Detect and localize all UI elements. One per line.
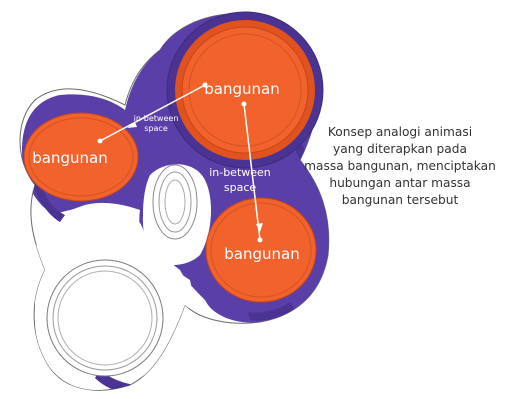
edge-band-left <box>33 180 65 222</box>
connection-dot-right <box>202 82 208 88</box>
connection-dot-bottom <box>257 237 263 243</box>
arrow-head-diagonal <box>127 122 137 128</box>
caption-line: massa bangunan, menciptakan <box>304 159 496 173</box>
oval-void-outer <box>152 164 198 240</box>
lower-circle-mid <box>52 265 158 371</box>
connection-line-diagonal <box>99 84 206 142</box>
caption-line: yang diterapkan pada <box>333 142 467 156</box>
top-building-inner-line <box>188 33 302 147</box>
building-label-top: bangunan <box>204 80 279 98</box>
lower-circle-inner <box>57 270 153 366</box>
right-building <box>205 197 317 303</box>
caption-line: hubungan antar massa <box>329 176 471 190</box>
oval-void-mid <box>158 171 192 233</box>
connection-dot-top <box>241 101 247 107</box>
space-label-small-line2: space <box>144 124 168 133</box>
right-building-inner-line <box>210 202 312 298</box>
space-label-large-line1: in-between <box>209 166 271 179</box>
concept-caption: Konsep analogi animasi yang diterapkan p… <box>296 124 504 209</box>
left-building-inner-line <box>28 117 134 197</box>
connection-line-vertical <box>243 103 261 241</box>
top-building <box>181 26 309 154</box>
caption-line: Konsep analogi animasi <box>327 125 473 139</box>
arrow-head-vertical <box>256 223 263 232</box>
left-building <box>23 112 139 202</box>
space-label-large-line2: space <box>224 181 257 194</box>
edge-band-right <box>248 302 295 321</box>
connection-dot-left <box>97 138 103 144</box>
building-label-right: bangunan <box>224 245 299 263</box>
building-label-left: bangunan <box>32 149 107 167</box>
lower-circle-outer <box>46 259 164 377</box>
space-label-small-line1: in-between <box>134 114 179 123</box>
caption-line: bangunan tersebut <box>341 193 459 207</box>
oval-void-inner <box>164 179 186 225</box>
